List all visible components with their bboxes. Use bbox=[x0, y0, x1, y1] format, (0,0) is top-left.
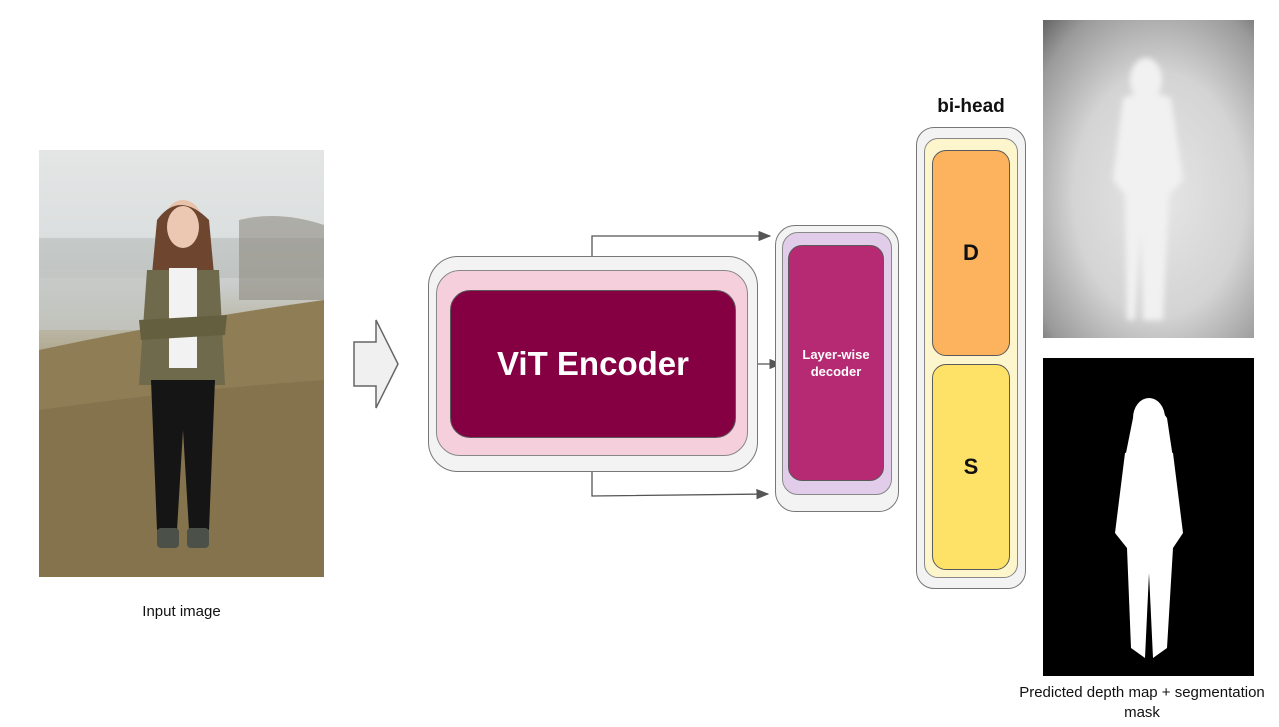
input-photo-illustration bbox=[39, 200, 324, 577]
vit-encoder-block: ViT Encoder bbox=[450, 290, 736, 438]
bihead-title: bi-head bbox=[937, 96, 1005, 117]
segmentation-head-label: S bbox=[963, 454, 979, 479]
predicted-depth-map bbox=[1043, 20, 1254, 338]
decoder-label-line2: decoder bbox=[810, 364, 862, 379]
input-image bbox=[39, 150, 324, 577]
block-arrow-icon bbox=[353, 319, 399, 409]
segmentation-head-block: S bbox=[932, 364, 1010, 570]
depth-silhouette bbox=[1113, 58, 1183, 320]
predicted-segmentation-mask bbox=[1043, 358, 1254, 676]
segmentation-silhouette bbox=[1115, 398, 1183, 658]
input-image-caption: Input image bbox=[142, 603, 221, 620]
layer-wise-decoder-block: Layer-wise decoder bbox=[788, 245, 884, 481]
depth-head-label: D bbox=[963, 240, 979, 265]
depth-head-block: D bbox=[932, 150, 1010, 356]
output-caption: Predicted depth map + segmentation mask bbox=[1019, 684, 1265, 721]
decoder-label-line1: Layer-wise bbox=[802, 347, 870, 362]
vit-encoder-label: ViT Encoder bbox=[497, 345, 689, 382]
